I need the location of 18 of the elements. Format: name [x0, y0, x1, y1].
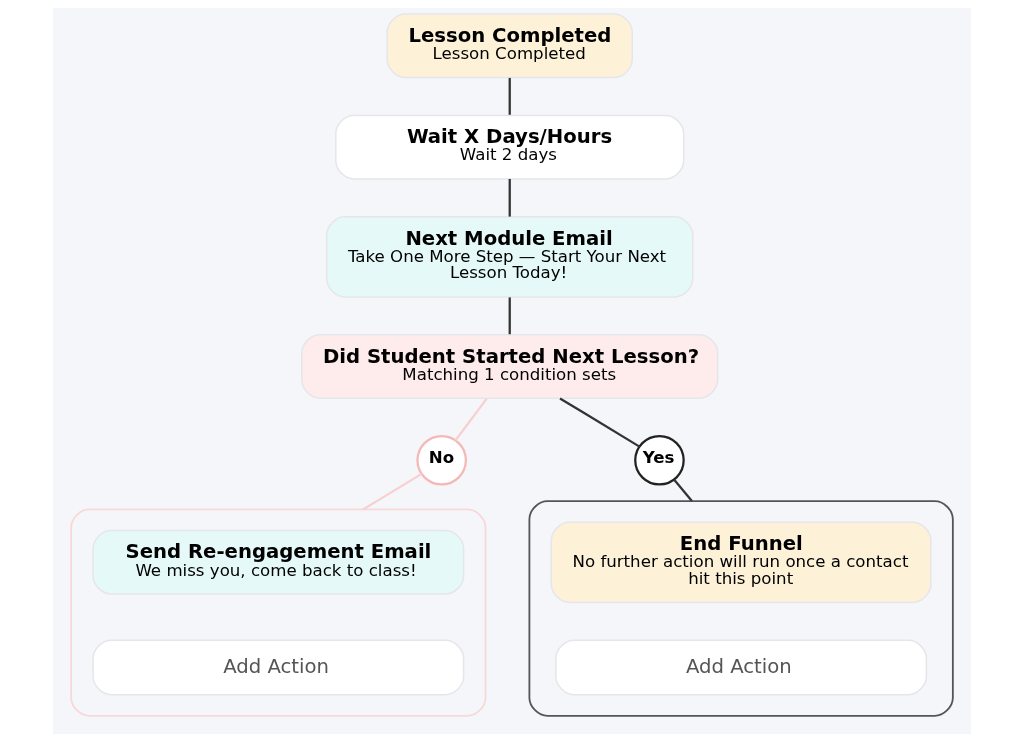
node-circle: No [416, 434, 467, 486]
connector [508, 178, 511, 217]
node-box: Add Action [555, 639, 928, 696]
cluster [70, 508, 487, 717]
node-box: Did Student Started Next Lesson? Matching 1 condition sets [301, 333, 719, 399]
node-box: Add Action [92, 639, 465, 696]
node-box: Lesson Completed Lesson Completed [386, 13, 633, 79]
connector [508, 297, 511, 335]
connector [559, 397, 641, 448]
connector [673, 479, 693, 502]
cluster [528, 500, 954, 717]
connector [362, 472, 423, 511]
node-box: End Funnel No further action will run once a contact hit this point [550, 521, 932, 604]
connector [454, 398, 488, 441]
node-circle: Yes [634, 434, 685, 486]
node-box: Wait X Days/Hours Wait 2 days [335, 114, 685, 180]
node-box: Next Module Email Take One More Step — Start Your Next Lesson Today! [326, 216, 694, 298]
connector [508, 77, 511, 115]
